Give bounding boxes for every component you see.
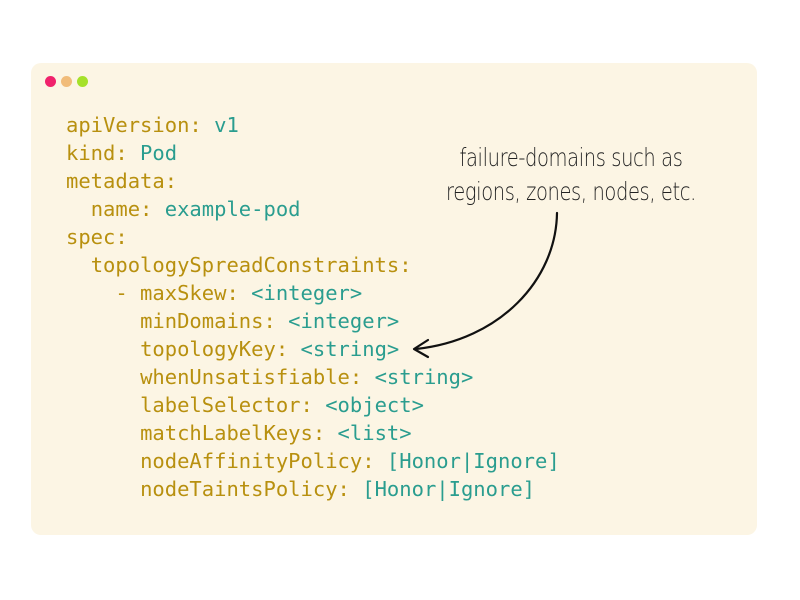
code-line: labelSelector: <object> xyxy=(66,391,560,419)
yaml-key: metadata: xyxy=(66,169,178,193)
yaml-key: nodeAffinityPolicy: xyxy=(140,449,375,473)
handwritten-annotation: failure-domains such as regions, zones, … xyxy=(431,141,712,209)
window-controls xyxy=(45,76,88,87)
yaml-key: kind: xyxy=(66,141,128,165)
yaml-key: whenUnsatisfiable: xyxy=(140,365,363,389)
annotation-line-2: regions, zones, nodes, etc. xyxy=(446,177,696,206)
maximize-dot-icon xyxy=(77,76,88,87)
code-line: name: example-pod xyxy=(66,195,560,223)
yaml-key: spec: xyxy=(66,225,128,249)
code-line: topologySpreadConstraints: xyxy=(66,251,560,279)
code-line: spec: xyxy=(66,223,560,251)
yaml-key: matchLabelKeys: xyxy=(140,421,326,445)
code-line: nodeTaintsPolicy: [Honor|Ignore] xyxy=(66,475,560,503)
annotation-line-1: failure-domains such as xyxy=(459,143,683,172)
yaml-key: topologySpreadConstraints: xyxy=(90,253,412,277)
code-line: minDomains: <integer> xyxy=(66,307,560,335)
close-dot-icon xyxy=(45,76,56,87)
code-line: - maxSkew: <integer> xyxy=(66,279,560,307)
yaml-value: [Honor|Ignore] xyxy=(374,449,560,473)
yaml-value: <integer> xyxy=(275,309,400,333)
yaml-value: <list> xyxy=(325,421,412,445)
code-line-topology-key: topologyKey: <string> xyxy=(66,335,560,363)
yaml-key: apiVersion: xyxy=(66,113,202,137)
yaml-key: minDomains: xyxy=(140,309,276,333)
yaml-value: <string> xyxy=(362,365,474,389)
code-line: whenUnsatisfiable: <string> xyxy=(66,363,560,391)
code-line: metadata: xyxy=(66,167,560,195)
yaml-key: nodeTaintsPolicy: xyxy=(140,477,350,501)
yaml-key: topologyKey: xyxy=(140,337,289,361)
yaml-value: example-pod xyxy=(152,197,301,221)
yaml-key: labelSelector: xyxy=(140,393,313,417)
code-line: apiVersion: v1 xyxy=(66,111,560,139)
yaml-key: - maxSkew: xyxy=(115,281,239,305)
code-line: matchLabelKeys: <list> xyxy=(66,419,560,447)
yaml-value: <object> xyxy=(312,393,424,417)
yaml-value: [Honor|Ignore] xyxy=(349,477,536,501)
yaml-value: <string> xyxy=(288,337,400,361)
code-line: nodeAffinityPolicy: [Honor|Ignore] xyxy=(66,447,560,475)
yaml-value: Pod xyxy=(127,141,178,165)
yaml-key: name: xyxy=(90,197,153,221)
yaml-value: v1 xyxy=(201,113,239,137)
code-line: kind: Pod xyxy=(66,139,560,167)
minimize-dot-icon xyxy=(61,76,72,87)
yaml-value: <integer> xyxy=(238,281,363,305)
